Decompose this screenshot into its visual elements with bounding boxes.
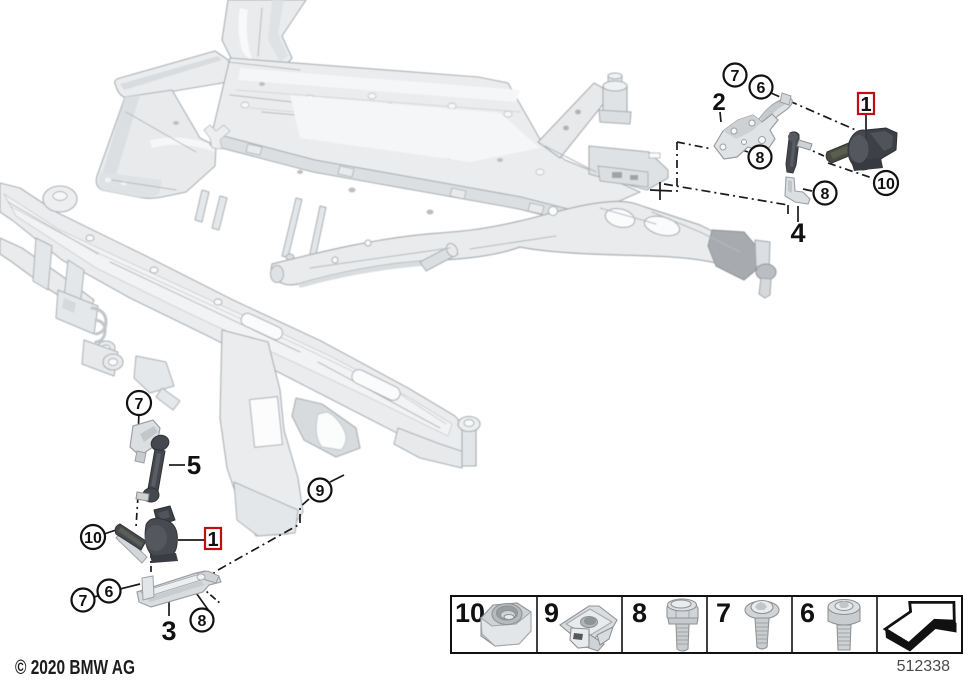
svg-text:10: 10 — [455, 598, 485, 628]
svg-text:6: 6 — [105, 584, 114, 601]
svg-text:7: 7 — [135, 396, 144, 413]
svg-text:8: 8 — [198, 613, 207, 630]
svg-text:512338: 512338 — [897, 658, 950, 675]
svg-text:2: 2 — [712, 89, 725, 116]
svg-text:8: 8 — [821, 186, 830, 203]
svg-text:9: 9 — [316, 483, 325, 500]
svg-text:7: 7 — [731, 68, 740, 85]
svg-text:10: 10 — [877, 176, 895, 193]
svg-text:3: 3 — [161, 616, 176, 646]
svg-text:9: 9 — [544, 598, 559, 628]
svg-text:1: 1 — [860, 94, 871, 116]
svg-text:6: 6 — [800, 598, 815, 628]
svg-text:10: 10 — [84, 530, 102, 547]
svg-text:8: 8 — [632, 598, 647, 628]
svg-text:6: 6 — [757, 80, 766, 97]
svg-text:8: 8 — [756, 150, 765, 167]
svg-text:7: 7 — [716, 598, 731, 628]
svg-text:4: 4 — [790, 218, 805, 248]
svg-text:© 2020 BMW AG: © 2020 BMW AG — [15, 657, 135, 679]
svg-text:7: 7 — [79, 593, 88, 610]
svg-text:5: 5 — [187, 450, 201, 480]
svg-text:1: 1 — [207, 529, 218, 551]
